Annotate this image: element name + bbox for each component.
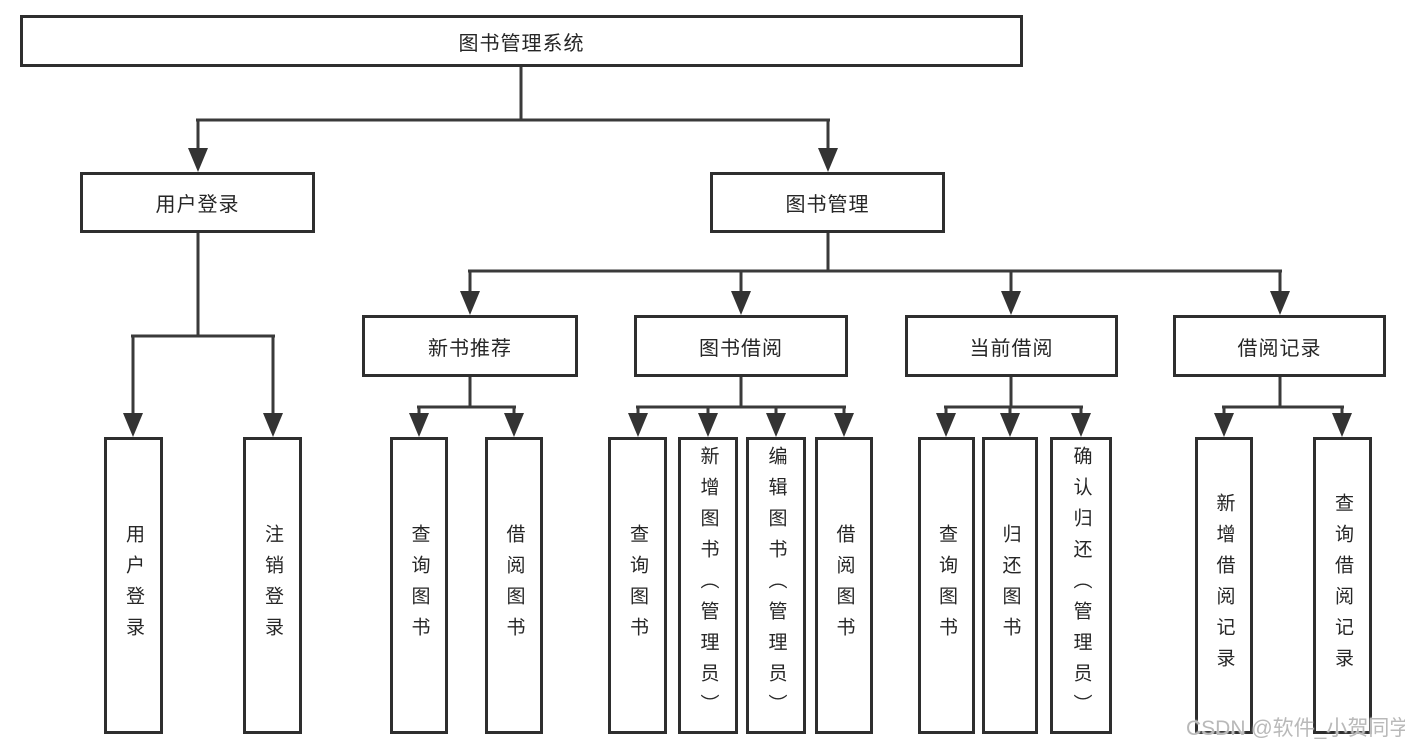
connector-borrowing-records-to-leaves (1214, 377, 1352, 437)
node-book-borrowing: 图书借阅 (634, 315, 848, 377)
node-label: 借阅图书 (833, 523, 855, 648)
leaf-query-borrow-record: 查询借阅记录 (1313, 437, 1372, 734)
connector-book-management-to-level3 (460, 233, 1290, 315)
node-label: 新增图书（管理员） (697, 446, 719, 725)
node-label: 新书推荐 (428, 337, 512, 360)
leaf-add-books-admin: 新增图书（管理员） (678, 437, 738, 734)
csdn-watermark: CSDN @软件_小贺同学 (1186, 717, 1405, 740)
node-user-login: 用户登录 (80, 172, 315, 233)
leaf-return-books: 归还图书 (982, 437, 1038, 734)
node-label: 归还图书 (999, 523, 1021, 648)
node-book-management: 图书管理 (710, 172, 945, 233)
leaf-logout: 注销登录 (243, 437, 302, 734)
leaf-add-borrow-record: 新增借阅记录 (1195, 437, 1253, 734)
connector-user-login-to-leaves (123, 233, 283, 437)
node-label: 图书管理 (785, 194, 870, 216)
connector-root-to-level2 (188, 67, 838, 172)
leaf-edit-books-admin: 编辑图书（管理员） (746, 437, 806, 734)
leaf-recommend-borrow-books: 借阅图书 (485, 437, 543, 734)
leaf-user-login: 用户登录 (104, 437, 163, 734)
leaf-current-query-books: 查询图书 (918, 437, 975, 734)
connector-current-borrowing-to-leaves (936, 377, 1091, 437)
node-label: 借阅记录 (1237, 337, 1322, 360)
node-label: 当前借阅 (969, 337, 1054, 360)
node-label: 新增借阅记录 (1213, 492, 1235, 679)
node-label: 查询图书 (936, 523, 957, 648)
node-label: 图书管理系统 (458, 32, 585, 55)
leaf-confirm-return-admin: 确认归还（管理员） (1050, 437, 1112, 734)
node-label: 确认归还（管理员） (1070, 446, 1092, 725)
connector-book-borrowing-to-leaves (628, 377, 854, 437)
leaf-recommend-query-books: 查询图书 (390, 437, 448, 734)
node-current-borrowing: 当前借阅 (905, 315, 1118, 377)
connector-recommendation-to-leaves (409, 377, 524, 437)
node-label: 注销登录 (262, 523, 283, 648)
node-label: 借阅图书 (503, 523, 525, 648)
leaf-borrowing-borrow-books: 借阅图书 (815, 437, 873, 734)
node-label: 查询图书 (408, 523, 430, 648)
node-borrowing-records: 借阅记录 (1173, 315, 1386, 377)
node-library-management-system: 图书管理系统 (20, 15, 1023, 67)
node-label: 查询借阅记录 (1332, 492, 1353, 679)
leaf-borrowing-query-books: 查询图书 (608, 437, 667, 734)
node-new-book-recommendation: 新书推荐 (362, 315, 578, 377)
node-label: 编辑图书（管理员） (765, 446, 787, 725)
node-label: 图书借阅 (699, 337, 783, 360)
node-label: 用户登录 (155, 194, 240, 216)
node-label: 用户登录 (123, 523, 144, 648)
node-label: 查询图书 (627, 523, 648, 648)
